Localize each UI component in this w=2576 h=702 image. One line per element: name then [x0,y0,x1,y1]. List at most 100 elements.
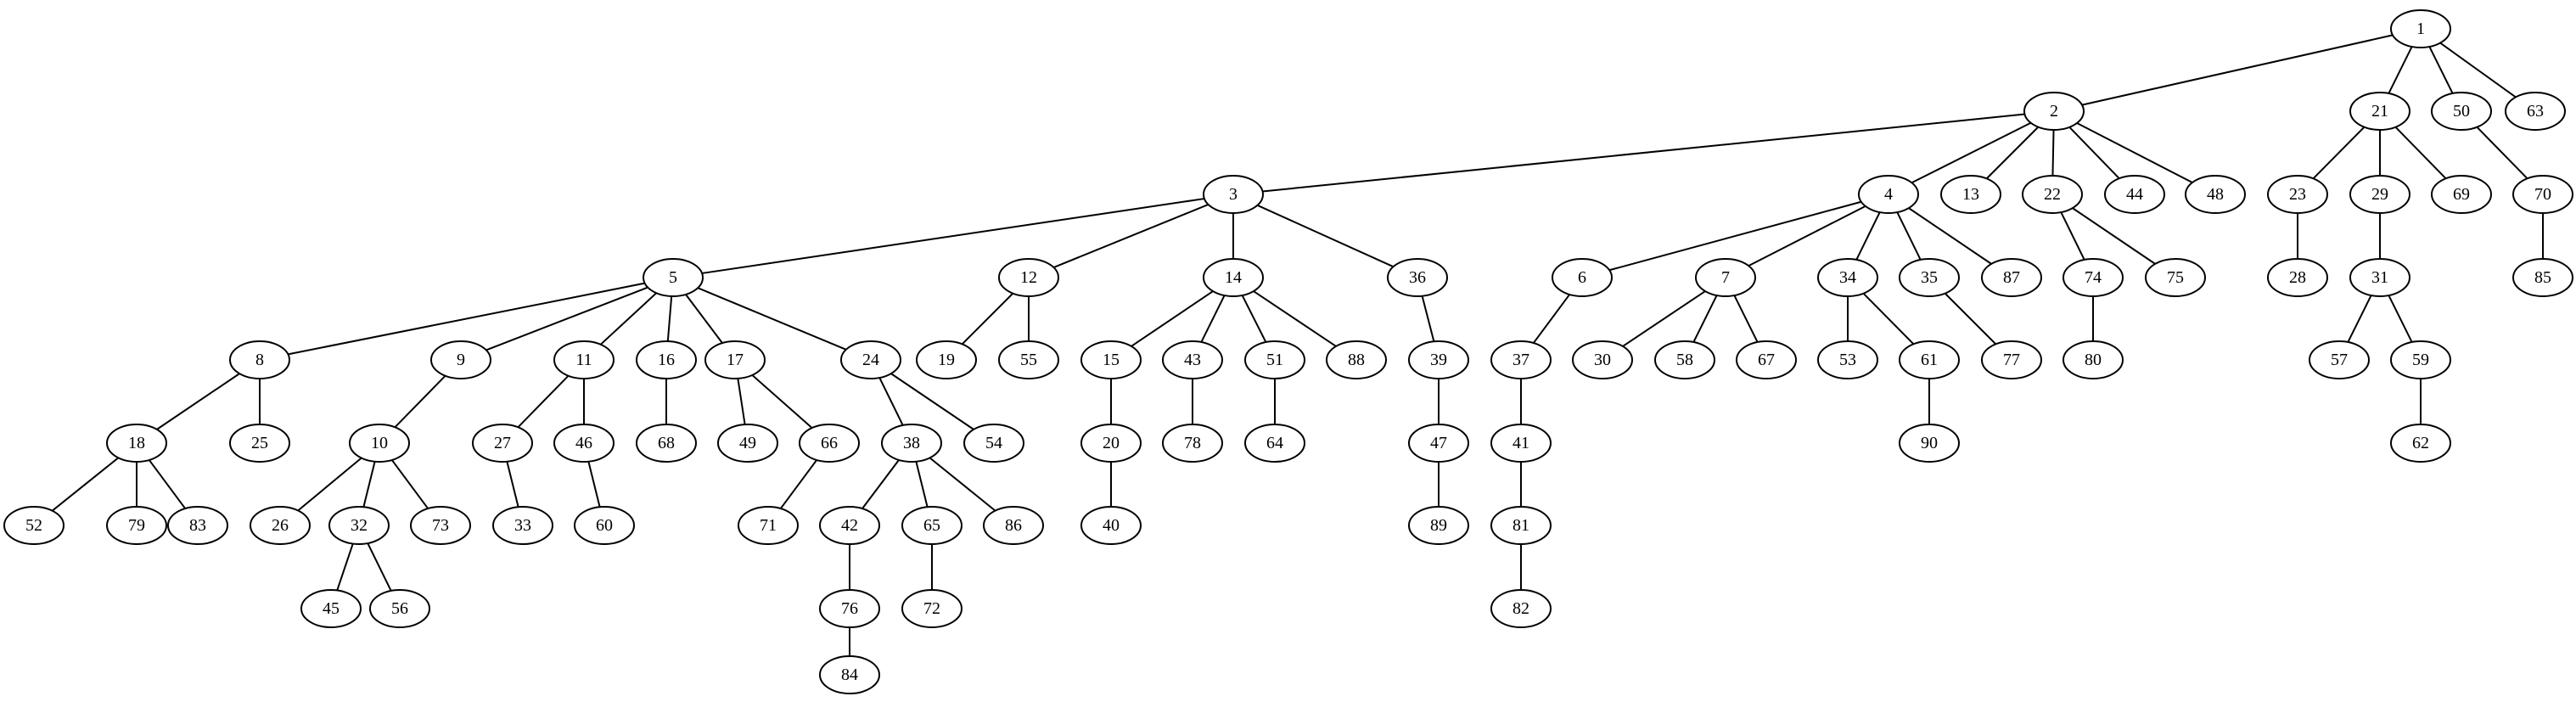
node-13: 13 [1940,175,2001,214]
node-21-label: 21 [2371,102,2388,121]
edge-17-66 [751,374,813,429]
node-8: 8 [229,340,290,379]
node-22-ellipse [2022,175,2083,214]
node-68-label: 68 [658,434,675,452]
node-33: 33 [492,506,553,545]
node-76-ellipse [819,589,880,628]
edge-5-11 [600,292,657,345]
node-39-label: 39 [1430,351,1447,369]
edge-3-36 [1257,204,1394,268]
node-30-label: 30 [1594,351,1611,369]
node-36-ellipse [1387,258,1448,297]
node-80: 80 [2062,340,2124,379]
edge-7-67 [1733,295,1759,343]
node-70: 70 [2512,175,2573,214]
node-31-label: 31 [2371,268,2388,287]
node-52-ellipse [3,506,65,545]
node-26-ellipse [250,506,311,545]
node-70-label: 70 [2534,185,2551,204]
node-2-label: 2 [2050,102,2058,121]
node-54: 54 [963,424,1024,463]
edge-10-26 [297,457,362,512]
edge-5-8 [288,282,645,356]
node-60-ellipse [574,506,635,545]
node-43-label: 43 [1184,351,1201,369]
edge-21-69 [2394,126,2447,179]
node-53-ellipse [1817,340,1878,379]
node-55: 55 [998,340,1059,379]
node-57-ellipse [2309,340,2370,379]
node-38: 38 [881,424,942,463]
node-79-label: 79 [128,516,145,535]
node-16-label: 16 [658,351,675,369]
edge-5-17 [685,294,723,344]
node-20-ellipse [1080,424,1142,463]
edge-46-60 [587,461,601,508]
node-3-label: 3 [1229,185,1237,204]
node-51: 51 [1244,340,1305,379]
edge-32-56 [367,542,392,592]
node-38-label: 38 [903,434,920,452]
node-86-label: 86 [1005,516,1022,535]
node-82-label: 82 [1512,599,1529,618]
node-12: 12 [998,258,1059,297]
node-73: 73 [410,506,471,545]
node-9: 9 [430,340,491,379]
node-3-ellipse [1203,175,1264,214]
node-7-label: 7 [1721,268,1730,287]
node-86-ellipse [983,506,1044,545]
node-14-ellipse [1203,258,1264,297]
node-33-label: 33 [514,516,531,535]
node-71: 71 [738,506,799,545]
node-49: 49 [717,424,778,463]
node-24: 24 [840,340,901,379]
node-27-ellipse [472,424,533,463]
edge-6-37 [1532,294,1571,344]
edge-11-27 [517,375,570,428]
node-88-ellipse [1326,340,1387,379]
node-3: 3 [1203,175,1264,214]
node-35-ellipse [1899,258,1960,297]
node-10-label: 10 [371,434,388,452]
edge-2-22 [2051,129,2055,177]
node-14: 14 [1203,258,1264,297]
node-83: 83 [167,506,228,545]
edge-14-51 [1241,295,1267,343]
node-60: 60 [574,506,635,545]
node-25-label: 25 [251,434,268,452]
node-74: 74 [2062,258,2124,297]
node-8-label: 8 [255,351,264,369]
node-78-label: 78 [1184,434,1201,452]
node-45-ellipse [300,589,362,628]
node-90-label: 90 [1921,434,1938,452]
edge-24-38 [878,377,904,426]
node-60-label: 60 [596,516,613,535]
node-29-label: 29 [2371,185,2388,204]
node-64-label: 64 [1266,434,1283,452]
edge-14-15 [1131,290,1214,347]
node-79: 79 [106,506,167,545]
edge-12-19 [961,292,1014,345]
node-69: 69 [2431,175,2492,214]
node-69-label: 69 [2453,185,2470,204]
node-10-ellipse [349,424,410,463]
node-75-label: 75 [2167,268,2184,287]
node-64: 64 [1244,424,1305,463]
node-73-ellipse [410,506,471,545]
node-72-label: 72 [923,599,940,618]
node-13-ellipse [1940,175,2001,214]
edge-2-4 [1911,121,2032,184]
node-4-label: 4 [1884,185,1893,204]
node-28-label: 28 [2289,268,2306,287]
node-5-ellipse [643,258,704,297]
edge-4-35 [1896,211,1922,261]
edge-7-58 [1692,295,1718,343]
node-56: 56 [369,589,430,628]
edge-24-54 [890,373,974,430]
node-19-ellipse [916,340,977,379]
node-10: 10 [349,424,410,463]
edge-10-32 [362,461,376,508]
edge-14-88 [1253,290,1337,347]
node-67-label: 67 [1758,351,1775,369]
